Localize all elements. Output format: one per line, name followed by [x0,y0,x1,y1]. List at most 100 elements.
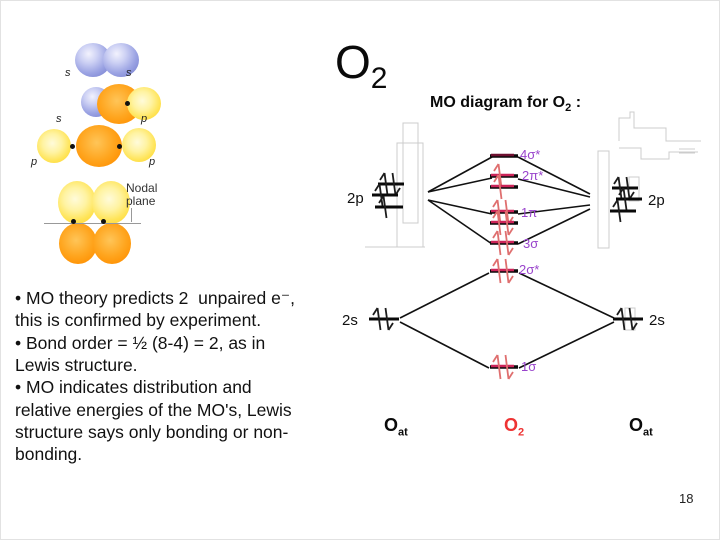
electron-arrow [618,187,625,196]
s-orbital-lobe [103,43,139,77]
bullet-line: • Bond order = ½ (8-4) = 2, as in [15,333,266,353]
electron-arrow [631,322,638,331]
electron-arrow [616,199,622,223]
electron-arrow [382,195,388,219]
electron-arrow [628,307,634,331]
electron-arrow [616,307,623,316]
electron-arrow [507,247,514,256]
left-atom-label: Oat [384,415,408,439]
electron-arrow [378,195,385,204]
nucleus-dot [70,144,75,149]
electron-arrow [383,172,389,196]
electron-arrow [378,183,384,207]
page-number: 18 [679,491,694,506]
electron-arrow [504,258,510,284]
orbital-overlap-figure: s s s p p p [31,31,221,276]
electron-arrow [507,371,514,380]
right-2p-label: 2p [648,192,665,209]
ghost-outline [618,111,701,142]
electron-arrow [496,210,502,236]
electron-arrow [497,174,503,200]
mo-connector-line [399,321,490,369]
orbital-label-s: s [126,67,132,79]
nucleus-dot [101,219,106,224]
ghost-outline [597,150,610,249]
left-2p-label: 2p [347,190,364,207]
left-2s-label: 2s [342,312,358,329]
mo-connector-line [427,199,493,245]
p-orbital-lobe [122,128,156,162]
orbital-label-s: s [65,67,71,79]
mo-connector-line [517,208,591,245]
electron-arrow [391,172,397,196]
electron-arrow [496,258,502,284]
mo-connector-line [518,272,615,319]
orbital-label: 2σ* [519,262,540,277]
page-title: O2 [335,36,388,96]
orbital-label: 2π* [522,168,544,183]
electron-arrow [620,307,626,331]
electron-arrow [496,230,502,256]
electron-arrow [622,187,628,211]
electron-arrow [507,275,514,284]
electron-arrow [492,210,499,219]
mo-connector-line [427,177,493,193]
p-orbital-lobe [127,87,161,120]
electron-arrow [492,199,499,208]
nucleus-dot [125,101,130,106]
orbital-label-s: s [56,113,62,125]
bullet-line: this is confirmed by experiment. [15,310,262,330]
nodal-plane-label: Nodal plane [126,181,158,208]
mo-connector-line [517,178,591,198]
molecule-label: O2 [504,415,525,439]
bullet-line: bonding. [15,444,83,464]
bullet-line: relative energies of the MO's, Lewis [15,400,292,420]
electron-arrow [504,230,510,256]
p-orbital-lobe [76,125,122,167]
bullet-line: Lewis structure. [15,355,138,375]
pi-orbital-lobe [93,223,131,264]
electron-arrow [504,210,510,236]
electron-arrow [492,258,499,267]
mo-connector-line [517,156,591,195]
electron-arrow [492,230,499,239]
bullet-line: • MO theory predicts 2 unpaired e⁻, [15,288,295,308]
electron-arrow [376,307,382,331]
ghost-outline [402,122,419,224]
electron-arrow [492,354,499,363]
bullet-line: • MO indicates distribution and [15,377,252,397]
pi-orbital-lobe [59,223,97,264]
electron-arrow [496,199,502,225]
mo-connector-line [427,199,493,215]
nucleus-dot [117,144,122,149]
pi-orbital-lobe [92,181,130,224]
orbital-label-p: p [141,113,148,125]
electron-arrow [504,354,510,380]
nodal-plane-line [44,223,141,224]
pi-orbital-lobe [58,181,96,224]
electron-arrow [493,163,500,172]
electron-arrow [374,183,381,192]
mo-diagram-heading: MO diagram for O2 : [430,94,582,115]
electron-arrow [507,227,514,236]
electron-arrow [387,322,394,331]
electron-arrow [496,354,502,380]
electron-arrow [372,307,379,316]
ghost-outline [619,147,698,160]
orbital-label-p: p [149,156,156,168]
nodal-plane-pointer [131,208,132,222]
electron-arrow [384,307,390,331]
orbital-label: 3σ [523,236,539,251]
p-orbital-lobe [37,129,71,163]
mo-connector-line [399,272,490,319]
right-atom-label: Oat [629,415,653,439]
orbital-label: 1π [521,205,538,220]
electron-arrow [497,163,503,189]
orbital-label-p: p [31,156,38,168]
electron-arrow [617,176,623,200]
electron-arrow [625,176,631,200]
electron-arrow [379,172,386,181]
electron-arrow [493,174,500,183]
